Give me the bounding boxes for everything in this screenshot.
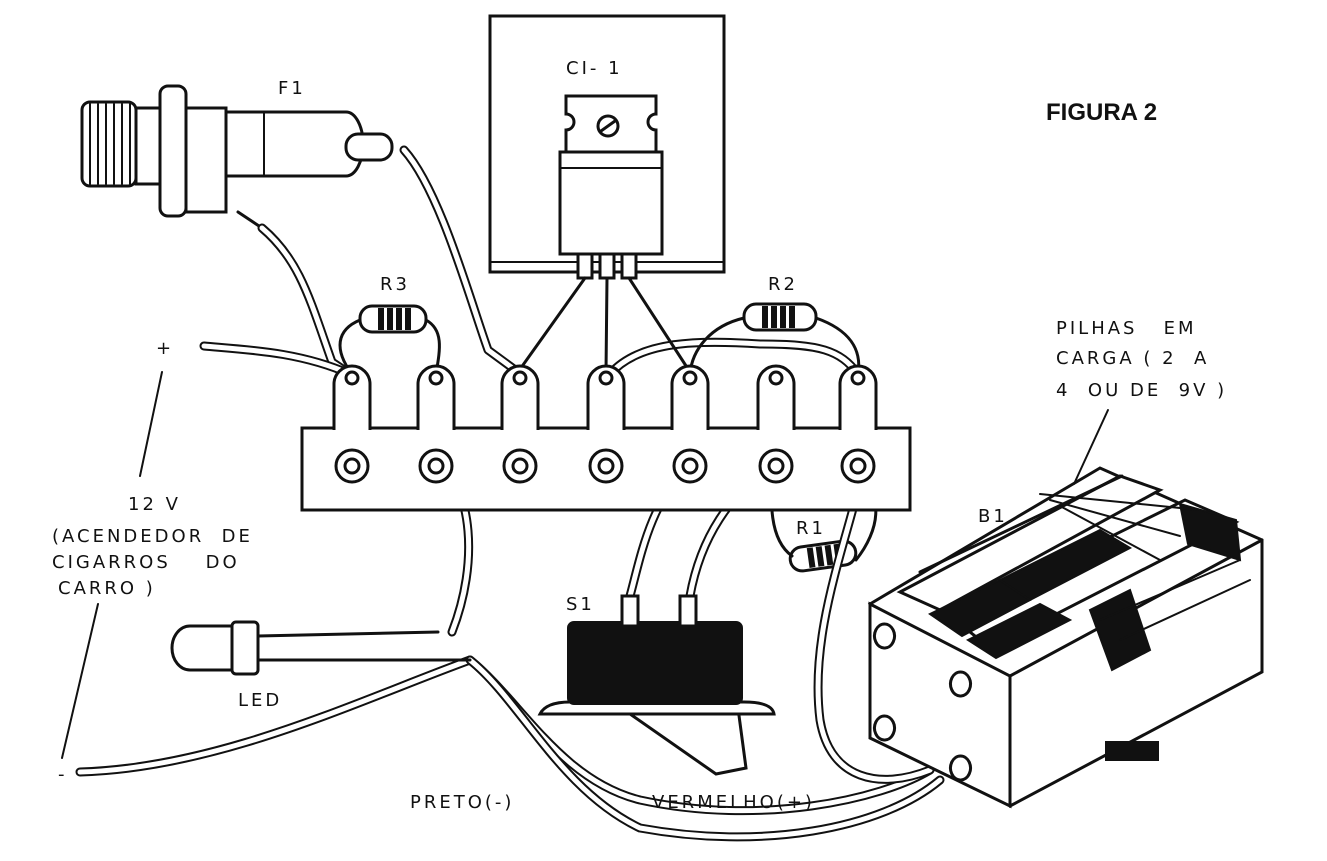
ic-regulator bbox=[558, 94, 664, 280]
label-voltage: 12 V bbox=[128, 494, 181, 515]
ic-lead bbox=[627, 276, 692, 374]
wire-insulation bbox=[815, 487, 933, 782]
resistor-band bbox=[824, 544, 834, 566]
wire-insulation bbox=[467, 657, 943, 840]
fuse-holder bbox=[80, 84, 394, 230]
lug-hole bbox=[682, 370, 698, 386]
switch-s1 bbox=[537, 594, 776, 776]
label-r3: R3 bbox=[380, 274, 410, 295]
figure-title: FIGURA 2 bbox=[1046, 99, 1157, 126]
label-b1: B1 bbox=[978, 506, 1008, 527]
wire-insulation bbox=[607, 339, 861, 377]
strip-screw bbox=[758, 448, 794, 484]
label-ic-ci1: CI- 1 bbox=[566, 58, 623, 79]
resistor bbox=[742, 302, 818, 332]
terminal-lug bbox=[670, 364, 710, 430]
pointer-lines bbox=[61, 371, 1109, 759]
strip-screw-center bbox=[767, 457, 785, 475]
label-source-line2: CIGARROS DO bbox=[52, 552, 240, 573]
strip-screw bbox=[502, 448, 538, 484]
strip-screw bbox=[334, 448, 370, 484]
wire-insulation bbox=[259, 225, 353, 377]
resistor-band bbox=[405, 308, 411, 330]
label-led: LED bbox=[238, 690, 282, 711]
label-black-wire: PRETO(-) bbox=[410, 792, 514, 813]
terminal-lug bbox=[416, 364, 456, 430]
strip-screw-center bbox=[681, 457, 699, 475]
strip-screw-center bbox=[597, 457, 615, 475]
resistor-band bbox=[780, 306, 786, 328]
battery-holder-b1 bbox=[867, 466, 1264, 809]
led bbox=[170, 620, 472, 676]
resistor bbox=[358, 304, 428, 334]
resistor-band bbox=[771, 306, 777, 328]
label-cells-line2: CARGA ( 2 A bbox=[1056, 348, 1209, 369]
wire-insulation bbox=[401, 147, 521, 375]
lug-hole bbox=[428, 370, 444, 386]
label-fuse-f1: F1 bbox=[278, 78, 306, 99]
resistor-band bbox=[396, 308, 402, 330]
resistor-band bbox=[815, 546, 825, 567]
terminal-lug bbox=[586, 364, 626, 430]
terminal-strip bbox=[300, 364, 912, 512]
lug-hole bbox=[850, 370, 866, 386]
label-cells-line3: 4 OU DE 9V ) bbox=[1056, 380, 1227, 401]
resistor-band bbox=[789, 306, 795, 328]
label-source-line3: CARRO ) bbox=[58, 578, 156, 599]
strip-screw-center bbox=[511, 457, 529, 475]
strip-screw bbox=[672, 448, 708, 484]
wire-insulation bbox=[77, 657, 933, 814]
label-plus: + bbox=[156, 338, 174, 359]
label-s1: S1 bbox=[566, 594, 595, 615]
label-r1: R1 bbox=[796, 518, 826, 539]
label-r2: R2 bbox=[768, 274, 798, 295]
resistor-band bbox=[762, 306, 768, 328]
strip-screw-center bbox=[343, 457, 361, 475]
strip-screw bbox=[840, 448, 876, 484]
resistor-band bbox=[378, 308, 384, 330]
strip-screw bbox=[418, 448, 454, 484]
label-minus: - bbox=[58, 764, 68, 785]
lug-hole bbox=[344, 370, 360, 386]
ic-lead bbox=[516, 276, 587, 374]
terminal-lug bbox=[756, 364, 796, 430]
lug-hole bbox=[512, 370, 528, 386]
label-cells-line1: PILHAS EM bbox=[1056, 318, 1197, 339]
strip-screw-center bbox=[849, 457, 867, 475]
ic-lead bbox=[604, 276, 609, 374]
resistor-band bbox=[806, 547, 816, 568]
terminal-lug bbox=[838, 364, 878, 430]
wire bbox=[75, 655, 935, 816]
lug-hole bbox=[768, 370, 784, 386]
label-red-wire: VERMELHO(+) bbox=[652, 792, 815, 813]
strip-screw bbox=[588, 448, 624, 484]
lug-hole bbox=[598, 370, 614, 386]
terminal-lug bbox=[332, 364, 372, 430]
resistor-band bbox=[387, 308, 393, 330]
label-source-line1: (ACENDEDOR DE bbox=[52, 526, 253, 547]
wire-insulation bbox=[201, 343, 353, 377]
terminal-lug bbox=[500, 364, 540, 430]
strip-screw-center bbox=[427, 457, 445, 475]
